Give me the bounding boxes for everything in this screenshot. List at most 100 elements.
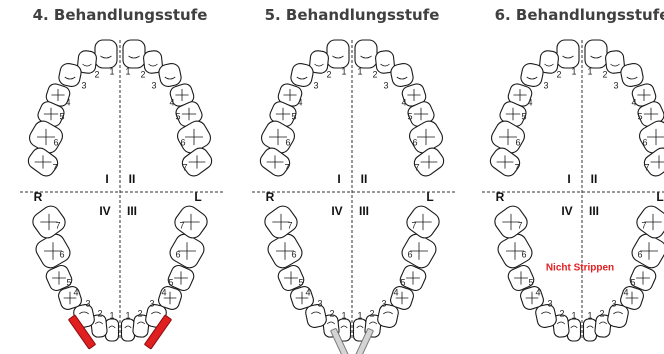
quadrant-label: IV <box>561 204 572 218</box>
tooth-groove <box>272 213 290 231</box>
tooth-number: 6 <box>53 137 58 147</box>
quadrant-label: III <box>127 204 137 218</box>
tooth-groove <box>128 55 140 59</box>
quadrant-label: IV <box>99 204 110 218</box>
tooth-number: 3 <box>543 80 548 90</box>
tooth-groove <box>332 55 344 59</box>
tooth-number: 3 <box>381 298 386 308</box>
tooth <box>375 50 395 74</box>
tooth-number: 5 <box>528 277 533 287</box>
tooth-outline <box>520 62 544 88</box>
tooth-groove <box>643 107 659 121</box>
tooth <box>259 147 291 177</box>
tooth <box>77 50 97 74</box>
tooth-number: 3 <box>613 80 618 90</box>
tooth-outline <box>605 50 625 74</box>
tooth-outline <box>309 50 329 74</box>
tooth <box>277 264 305 292</box>
tooth-groove <box>414 213 432 231</box>
tooth-groove <box>610 63 620 67</box>
tooth <box>556 39 580 69</box>
tooth-groove <box>94 321 104 325</box>
tooth-outline <box>158 62 182 88</box>
tooth-groove <box>82 63 92 67</box>
tooth-groove <box>598 321 608 325</box>
tooth-groove <box>413 107 429 121</box>
tooth-groove <box>368 321 378 325</box>
tooth-number: 7 <box>55 220 60 230</box>
tooth <box>539 50 559 74</box>
tooth <box>643 147 664 177</box>
tooth <box>32 205 66 239</box>
tooth-number: 6 <box>412 137 417 147</box>
tooth <box>309 50 329 74</box>
tooth-groove <box>406 271 420 285</box>
tooth-outline <box>132 314 150 338</box>
tooth-groove <box>181 107 197 121</box>
tooth <box>143 50 163 74</box>
tooth-outline <box>77 50 97 74</box>
quadrant-label: I <box>567 172 570 186</box>
tooth <box>552 314 570 338</box>
tooth <box>158 62 182 88</box>
tooth-number: 1 <box>357 310 362 320</box>
tooth-number: 4 <box>527 97 532 107</box>
tooth-number: 5 <box>66 277 71 287</box>
tooth-outline <box>390 62 414 88</box>
side-label-right: R <box>266 190 275 204</box>
tooth <box>620 62 644 88</box>
tooth-outline <box>620 62 644 88</box>
tooth <box>305 304 327 328</box>
tooth-number: 6 <box>515 137 520 147</box>
tooth-number: 3 <box>383 80 388 90</box>
tooth <box>631 233 664 269</box>
tooth <box>520 62 544 88</box>
tooth-groove <box>640 242 658 260</box>
tooth-groove <box>174 271 188 285</box>
tooth-number: 1 <box>109 310 114 320</box>
tooth-number: 1 <box>125 310 130 320</box>
tooth <box>406 205 440 239</box>
tooth-groove <box>544 63 554 67</box>
tooth-groove <box>175 89 189 101</box>
tooth-number: 2 <box>559 308 564 318</box>
tooth-number: 2 <box>140 69 145 79</box>
tooth-number: 4 <box>631 97 636 107</box>
quadrant-label: III <box>359 204 369 218</box>
tooth-groove <box>590 55 602 59</box>
tooth-number: 5 <box>630 277 635 287</box>
tooth <box>605 50 625 74</box>
tooth-number: 7 <box>411 220 416 230</box>
tooth-groove <box>505 107 521 121</box>
tooth-groove <box>269 128 287 146</box>
tooth-outline <box>539 50 559 74</box>
tooth-groove <box>395 291 409 305</box>
tooth <box>158 286 182 310</box>
tooth <box>629 264 657 292</box>
tooth-number: 2 <box>137 308 142 318</box>
tooth-number: 6 <box>642 137 647 147</box>
tooth-groove <box>360 55 372 59</box>
tooth-number: 7 <box>514 162 519 172</box>
tooth-number: 6 <box>59 249 64 259</box>
tooth-number: 1 <box>341 310 346 320</box>
no-stripping-note: Nicht Strippen <box>546 263 614 274</box>
quadrant-label: II <box>591 172 598 186</box>
upper-arch <box>489 39 664 177</box>
side-label-left: L <box>426 190 433 204</box>
tooth <box>122 39 146 69</box>
tooth-number: 3 <box>151 80 156 90</box>
panel-title: 6. Behandlungsstufe <box>494 6 664 24</box>
tooth <box>177 120 211 154</box>
tooth-groove <box>34 155 52 169</box>
tooth-number: 4 <box>65 97 70 107</box>
panel-title: 5. Behandlungsstufe <box>264 6 440 24</box>
tooth-number: 2 <box>369 308 374 318</box>
tooth <box>354 39 378 69</box>
tooth-groove <box>148 63 158 67</box>
side-label-right: R <box>34 190 43 204</box>
tooth-number: 7 <box>52 162 57 172</box>
panel-title: 4. Behandlungsstufe <box>32 6 208 24</box>
